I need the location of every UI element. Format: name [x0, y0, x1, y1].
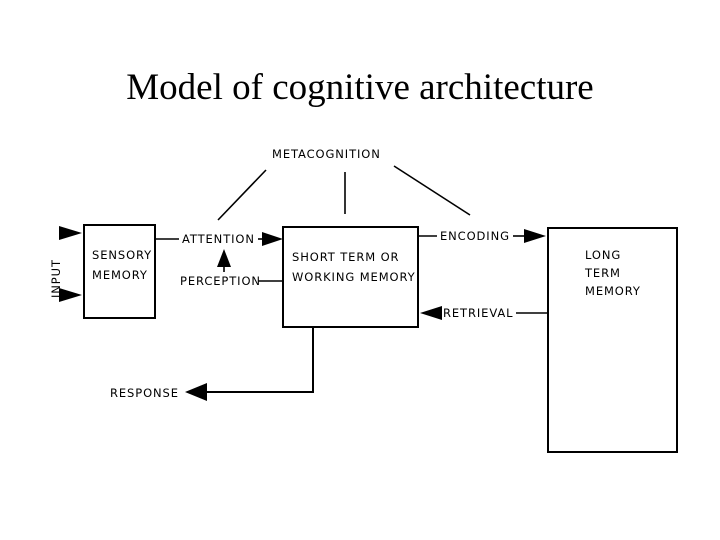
encoding-arrowhead — [524, 229, 546, 243]
metacognition-right-branch-line — [393, 165, 471, 216]
long-term-memory-label-line3: MEMORY — [585, 284, 641, 298]
page-title: Model of cognitive architecture — [126, 67, 594, 108]
input-top-arrowhead — [59, 226, 82, 240]
long-term-memory-label-line1: LONG — [585, 248, 621, 262]
response-connector-line — [202, 327, 314, 393]
long-term-memory-box — [547, 227, 678, 453]
sensory-memory-box — [83, 224, 156, 319]
encoding-label: ENCODING — [440, 229, 510, 243]
long-term-memory-label-line2: TERM — [584, 266, 621, 280]
metacognition-label: METACOGNITION — [272, 147, 381, 161]
working-memory-label-line1: SHORT TERM OR — [292, 250, 399, 264]
input-bottom-arrowhead — [59, 288, 82, 302]
retrieval-label: RETRIEVAL — [443, 306, 513, 320]
attention-label: ATTENTION — [182, 232, 255, 246]
response-arrowhead — [185, 383, 207, 401]
sensory-memory-label-line1: SENSORY — [92, 248, 152, 262]
sensory-memory-label-line2: MEMORY — [92, 268, 148, 282]
perception-label: PERCEPTION — [180, 274, 261, 288]
working-memory-box — [282, 226, 419, 328]
response-label: RESPONSE — [110, 386, 179, 400]
metacognition-left-branch-line — [217, 169, 267, 221]
retrieval-arrowhead — [420, 306, 442, 320]
perception-up-arrowhead — [217, 249, 231, 267]
attention-arrowhead — [262, 232, 283, 246]
working-memory-label-line2: WORKING MEMORY — [292, 270, 416, 284]
